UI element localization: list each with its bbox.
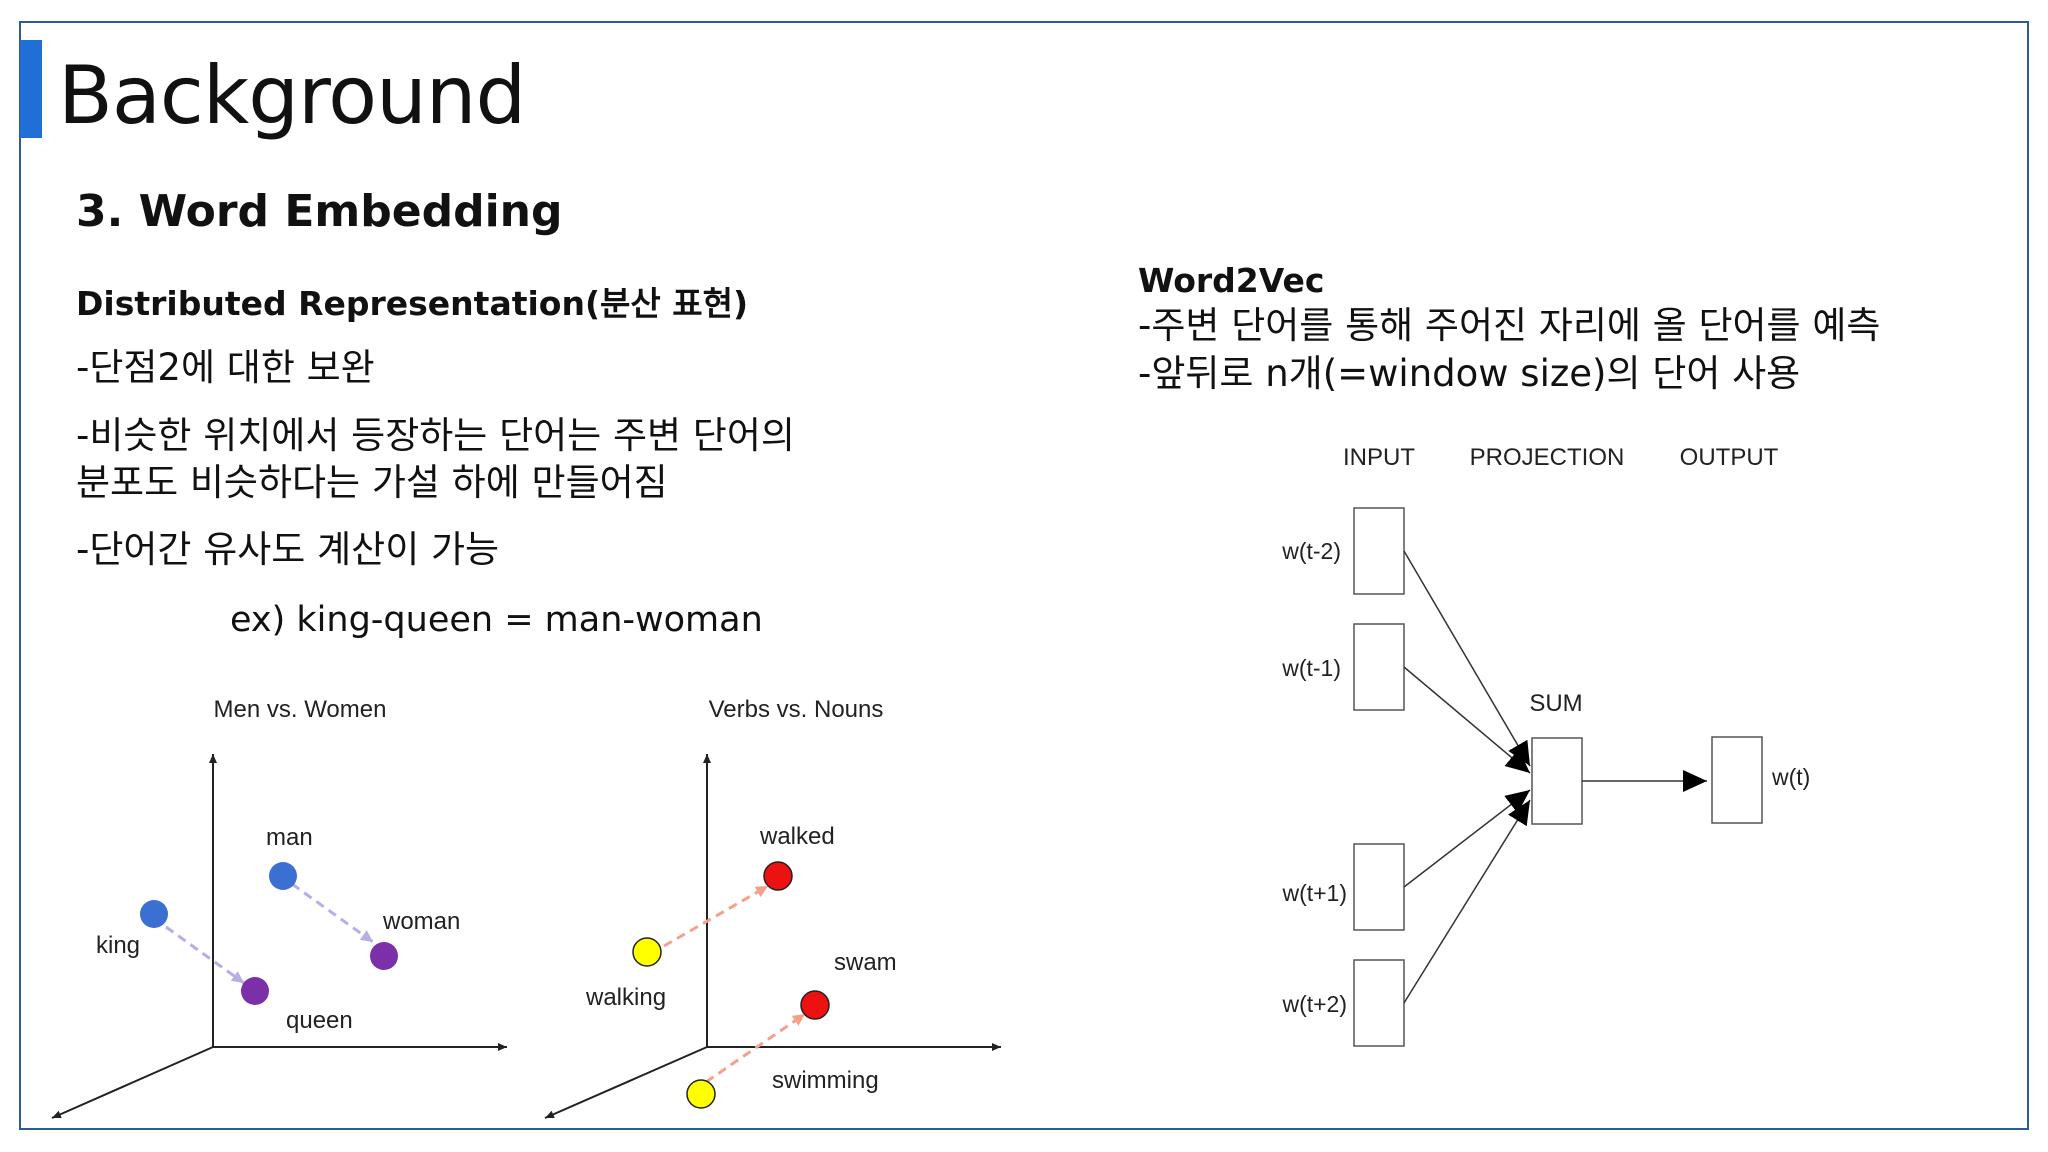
- analogy-example: ex) king-queen = man-woman: [230, 600, 763, 640]
- slide-frame: [19, 21, 2029, 1130]
- edge-3: [1403, 789, 1531, 888]
- title-accent-bar: [20, 40, 42, 138]
- output-label: w(t): [1771, 764, 1810, 790]
- z-axis: [544, 1046, 708, 1119]
- edge-4: [1403, 799, 1531, 1004]
- king-to-queen-arrow: [165, 925, 245, 985]
- input-label-4: w(t+2): [1281, 991, 1347, 1017]
- distributed-representation-heading: Distributed Representation(분산 표현): [76, 284, 749, 323]
- label-swam: swam: [834, 949, 897, 976]
- input-box-4: [1353, 959, 1405, 1047]
- header-projection: PROJECTION: [1470, 444, 1625, 471]
- word2vec-bullet-2: -앞뒤로 n개(=window size)의 단어 사용: [1138, 352, 1801, 395]
- left-bullet-2: -비슷한 위치에서 등장하는 단어는 주변 단어의: [76, 414, 795, 457]
- label-walked: walked: [759, 823, 835, 850]
- point-walking: [632, 937, 662, 967]
- label-woman: woman: [382, 908, 460, 935]
- point-walked: [763, 861, 793, 891]
- edge-1: [1403, 550, 1531, 767]
- point-swam: [800, 990, 830, 1020]
- label-walking: walking: [585, 984, 666, 1011]
- label-swimming: swimming: [772, 1067, 879, 1094]
- input-box-1: [1353, 507, 1405, 595]
- point-queen: [241, 977, 269, 1005]
- input-label-1: w(t-2): [1281, 538, 1341, 564]
- input-label-3: w(t+1): [1281, 880, 1347, 906]
- header-input: INPUT: [1343, 444, 1415, 471]
- cbow-diagram: INPUT PROJECTION OUTPUT w(t-2) w(t-1) w(…: [1281, 444, 1810, 1047]
- input-box-2: [1353, 623, 1405, 711]
- men-vs-women-chart: Men vs. Women king queen man woman: [51, 696, 507, 1119]
- edge-2: [1403, 666, 1531, 774]
- verbs-vs-nouns-chart: Verbs vs. Nouns walking walked swimming …: [544, 696, 1001, 1119]
- output-box: [1711, 736, 1763, 824]
- z-axis: [51, 1046, 214, 1119]
- man-to-woman-arrow: [291, 882, 374, 944]
- header-output: OUTPUT: [1680, 444, 1779, 471]
- point-swimming: [686, 1079, 716, 1109]
- point-woman: [370, 942, 398, 970]
- input-label-2: w(t-1): [1281, 655, 1341, 681]
- word2vec-title: Word2Vec: [1138, 261, 1325, 300]
- label-queen: queen: [286, 1007, 353, 1034]
- label-king: king: [96, 932, 140, 959]
- page-title: Background: [58, 49, 526, 142]
- walking-to-walked-arrow: [663, 884, 769, 948]
- sum-label: SUM: [1529, 690, 1582, 717]
- word2vec-bullet-1: -주변 단어를 통해 주어진 자리에 올 단어를 예측: [1138, 304, 1881, 347]
- label-man: man: [266, 824, 313, 851]
- projection-sum-box: [1531, 737, 1583, 825]
- point-king: [140, 900, 168, 928]
- swimming-to-swam-arrow: [705, 1012, 806, 1084]
- left-bullet-2-continued: 분포도 비슷하다는 가설 하에 만들어짐: [76, 461, 668, 504]
- section-title: 3. Word Embedding: [76, 186, 563, 237]
- men-vs-women-title: Men vs. Women: [214, 696, 387, 723]
- input-box-3: [1353, 843, 1405, 931]
- point-man: [269, 862, 297, 890]
- left-bullet-3: -단어간 유사도 계산이 가능: [76, 528, 500, 571]
- left-bullet-1: -단점2에 대한 보완: [76, 346, 375, 389]
- verbs-vs-nouns-title: Verbs vs. Nouns: [709, 696, 884, 723]
